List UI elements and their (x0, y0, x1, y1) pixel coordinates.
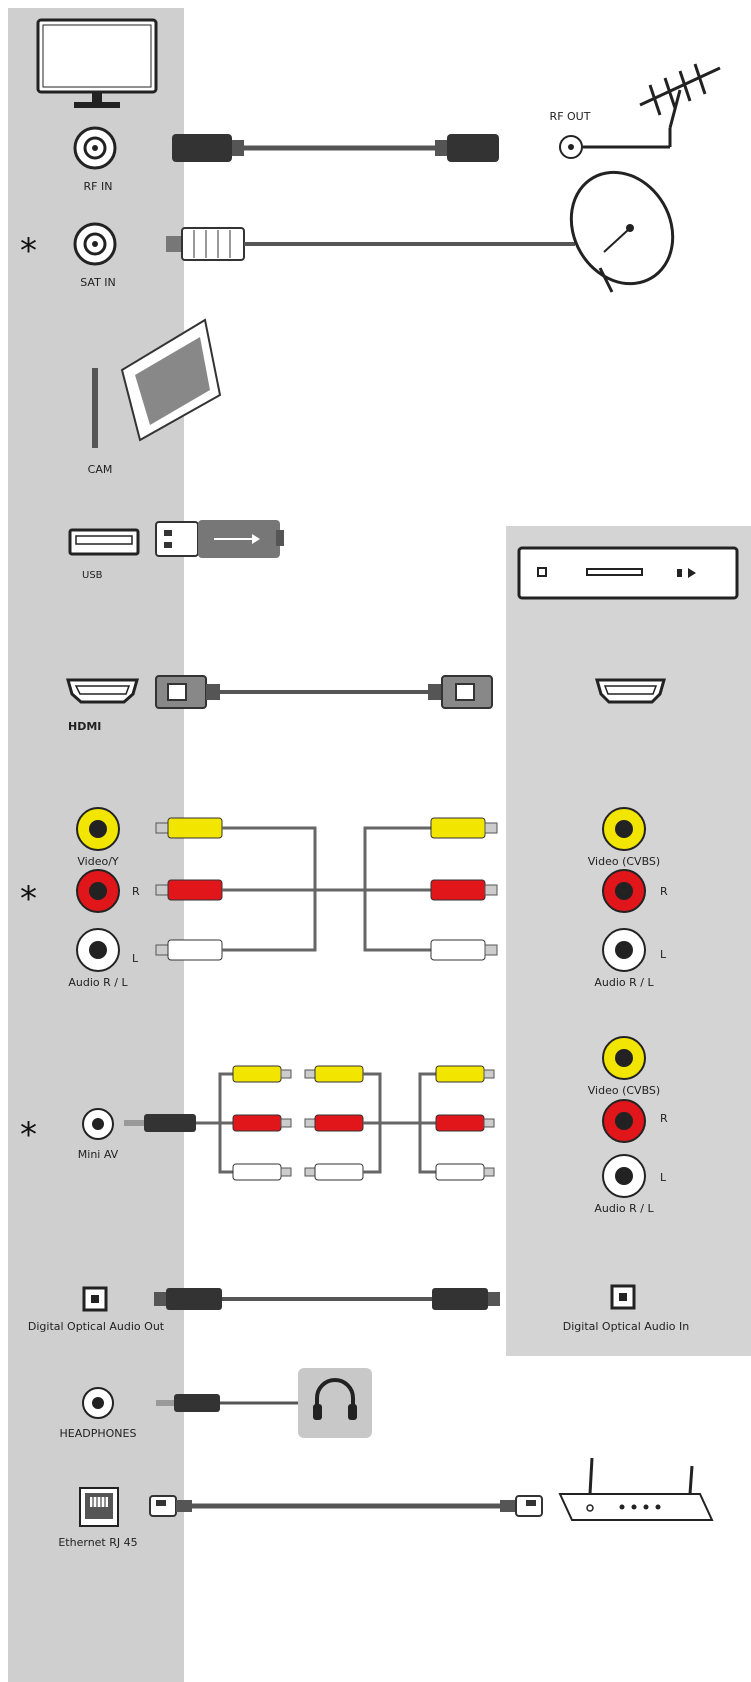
optical-out-label: Digital Optical Audio Out (28, 1320, 165, 1333)
satellite-dish-icon (569, 170, 675, 293)
device-mini-video-cvbs-label: Video (CVBS) (588, 1084, 660, 1097)
sat-in-port (73, 222, 117, 266)
tv-audio-rl-label: Audio R / L (68, 976, 128, 989)
device-mini-audio-r-jack (602, 1099, 646, 1143)
mini-av-cable (124, 1065, 495, 1181)
rf-cable (172, 134, 499, 162)
usb-label: USB (82, 570, 103, 581)
mini-av-jack (82, 1108, 114, 1140)
usb-port (68, 528, 140, 556)
optical-out-port-icon (82, 1286, 108, 1312)
router-icon (558, 1457, 714, 1521)
device-mini-l-label: L (660, 1171, 667, 1184)
device-audio-rl-label: Audio R / L (594, 976, 654, 989)
headphones-icon (298, 1368, 372, 1438)
ethernet-label: Ethernet RJ 45 (58, 1536, 137, 1549)
hdmi-cable (155, 675, 493, 709)
tv-l-label: L (132, 952, 139, 965)
cam-module-icon (92, 318, 222, 448)
tv-icon (36, 18, 158, 108)
tv-audio-l-jack (76, 928, 120, 972)
usb-stick-icon (155, 520, 284, 558)
rf-in-port (73, 126, 117, 170)
optical-in-port-icon (610, 1284, 636, 1310)
mini-av-label: Mini AV (78, 1148, 119, 1161)
av-asterisk: * (20, 879, 37, 919)
video-y-label: Video/Y (77, 855, 119, 868)
headphones-jack (82, 1387, 114, 1419)
device-mini-r-label: R (660, 1112, 668, 1125)
device-mini-video-jack (602, 1036, 646, 1080)
device-audio-r-jack (602, 869, 646, 913)
tv-r-label: R (132, 885, 140, 898)
composite-av-cable (155, 817, 498, 961)
tv-video-jack (76, 807, 120, 851)
rf-out-label: RF OUT (550, 110, 591, 123)
ethernet-cable (149, 1495, 543, 1517)
device-l-label: L (660, 948, 667, 961)
optical-cable (154, 1288, 500, 1310)
headphones-cable (156, 1394, 298, 1412)
device-mini-audio-rl-label: Audio R / L (594, 1202, 654, 1215)
sat-in-label: SAT IN (80, 276, 116, 289)
antenna-icon (583, 63, 721, 149)
optical-in-label: Digital Optical Audio In (563, 1320, 690, 1333)
device-video-jack (602, 807, 646, 851)
hdmi-port-icon (66, 678, 139, 704)
device-hdmi-port-icon (595, 678, 666, 704)
sat-cable (166, 227, 575, 261)
ethernet-port-icon (79, 1487, 119, 1527)
tv-audio-r-jack (76, 869, 120, 913)
dvd-player-icon (517, 546, 739, 600)
headphones-label: HEADPHONES (60, 1427, 137, 1440)
device-video-cvbs-label: Video (CVBS) (588, 855, 660, 868)
mini-av-asterisk: * (20, 1115, 37, 1155)
hdmi-label: HDMI (68, 720, 101, 733)
sat-asterisk: * (20, 231, 37, 271)
rf-in-label: RF IN (84, 180, 113, 193)
device-r-label: R (660, 885, 668, 898)
cam-label: CAM (88, 463, 113, 476)
rf-out-port (559, 135, 583, 159)
device-mini-audio-l-jack (602, 1154, 646, 1198)
device-audio-l-jack (602, 928, 646, 972)
